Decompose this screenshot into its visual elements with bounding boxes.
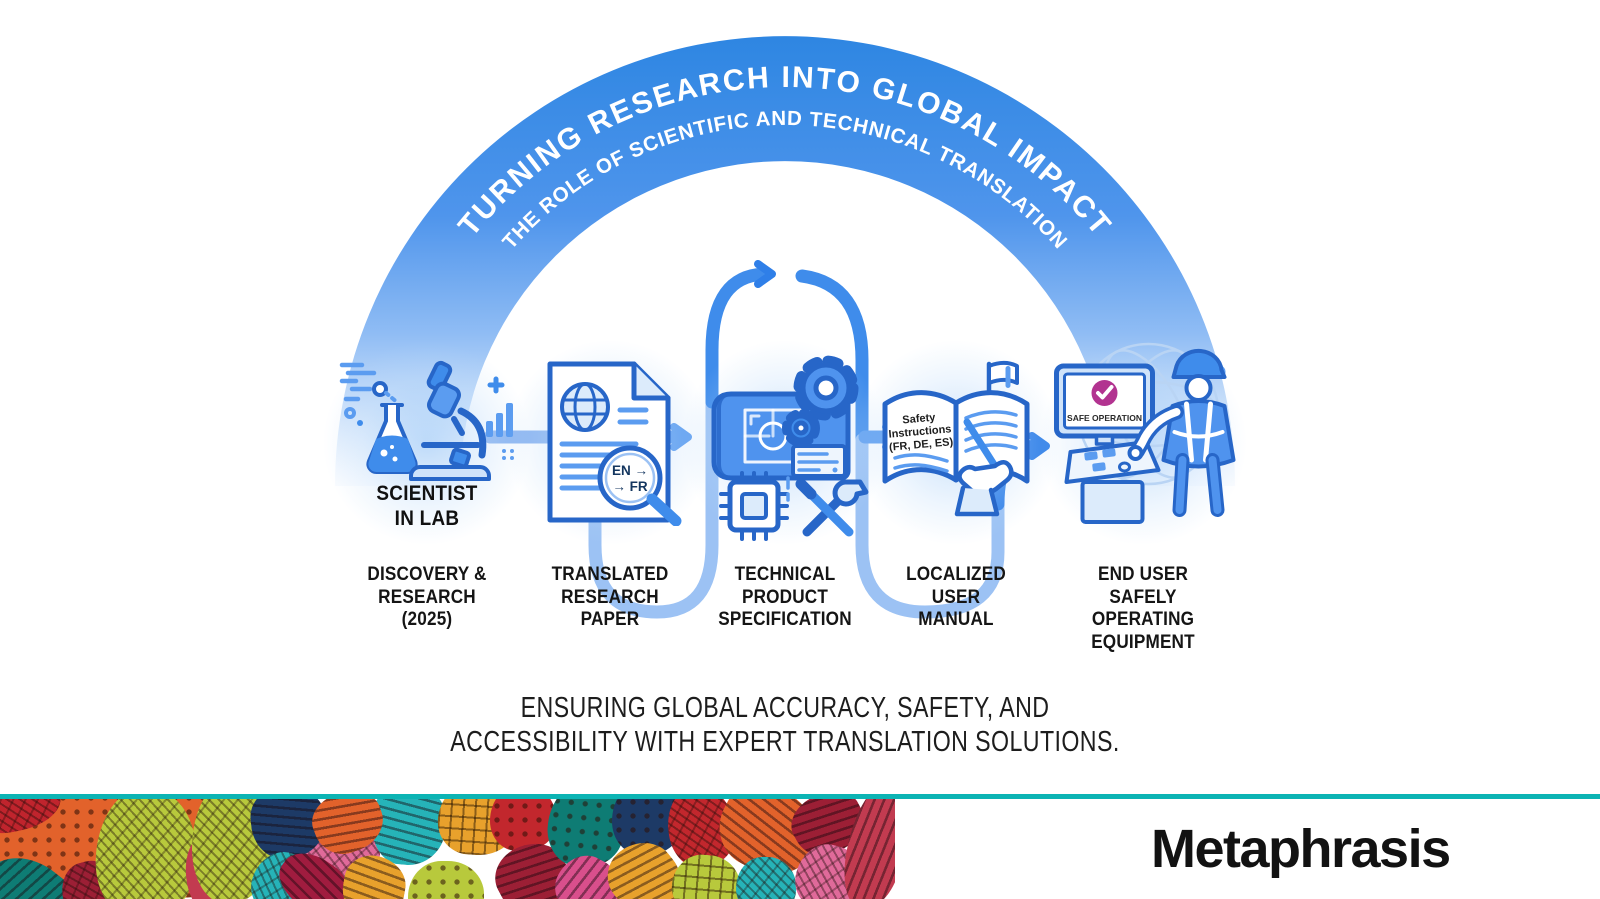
brand-wordmark: Metaphrasis — [1151, 819, 1451, 879]
tagline-line2: ACCESSIBILITY WITH EXPERT TRANSLATION SO… — [450, 726, 1120, 758]
stage-caption: SCIENTIST IN LAB — [376, 482, 478, 530]
open-manual-flag-icon: Safety Instructions (FR, DE, ES) — [882, 361, 1030, 517]
stage-label: TECHNICAL PRODUCT SPECIFICATION — [718, 563, 852, 630]
operator-console-globe-icon: SAFE OPERATION — [1054, 342, 1236, 524]
manual-page-text-line2: Instructions — [888, 423, 952, 440]
arc-banner: TURNING RESEARCH INTO GLOBAL IMPACT THE … — [335, 36, 1235, 486]
manual-page-text-line1: Safety — [902, 412, 937, 427]
art-blob — [408, 861, 484, 899]
tagline-line1: ENSURING GLOBAL ACCURACY, SAFETY, AND — [520, 692, 1050, 724]
teal-divider — [0, 794, 1600, 799]
tagline: ENSURING GLOBAL ACCURACY, SAFETY, AND AC… — [367, 691, 1204, 759]
flow-curve — [855, 433, 1005, 619]
flow-curve — [588, 393, 719, 619]
footer-art — [0, 799, 895, 899]
translated-document-magnifier-icon: EN → → FR — [547, 361, 682, 526]
art-blob — [92, 799, 200, 899]
stage-localized-manual: Safety Instructions (FR, DE, ES) LOCALIZ… — [852, 340, 1060, 680]
stage-end-user: SAFE OPERATION END USER SAFELY OPERATING… — [1039, 340, 1247, 680]
art-blob — [736, 857, 796, 899]
magnifier-text-line2: → FR — [612, 479, 647, 494]
screen-text: SAFE OPERATION — [1067, 413, 1142, 423]
stage-label: LOCALIZED USER MANUAL — [906, 563, 1006, 630]
microscope-flask-icon — [339, 360, 514, 481]
magnifier-text-line1: EN → — [612, 463, 648, 478]
stage-label: END USER SAFELY OPERATING EQUIPMENT — [1091, 563, 1195, 653]
stage-discovery-research: SCIENTIST IN LAB DISCOVERY & RESEARCH (2… — [323, 340, 531, 680]
stage-translated-paper: EN → → FR TRANSLATED RESEARCH PAPER — [506, 340, 714, 680]
manual-page-text-line3: (FR, DE, ES) — [889, 436, 954, 454]
arc-band — [335, 36, 1235, 486]
stage-label: TRANSLATED RESEARCH PAPER — [551, 563, 669, 630]
footer-brand-area: Metaphrasis — [895, 799, 1600, 899]
stage-label: DISCOVERY & RESEARCH (2025) — [367, 563, 487, 630]
art-blob — [490, 799, 556, 851]
blueprint-gears-icon — [711, 355, 869, 541]
